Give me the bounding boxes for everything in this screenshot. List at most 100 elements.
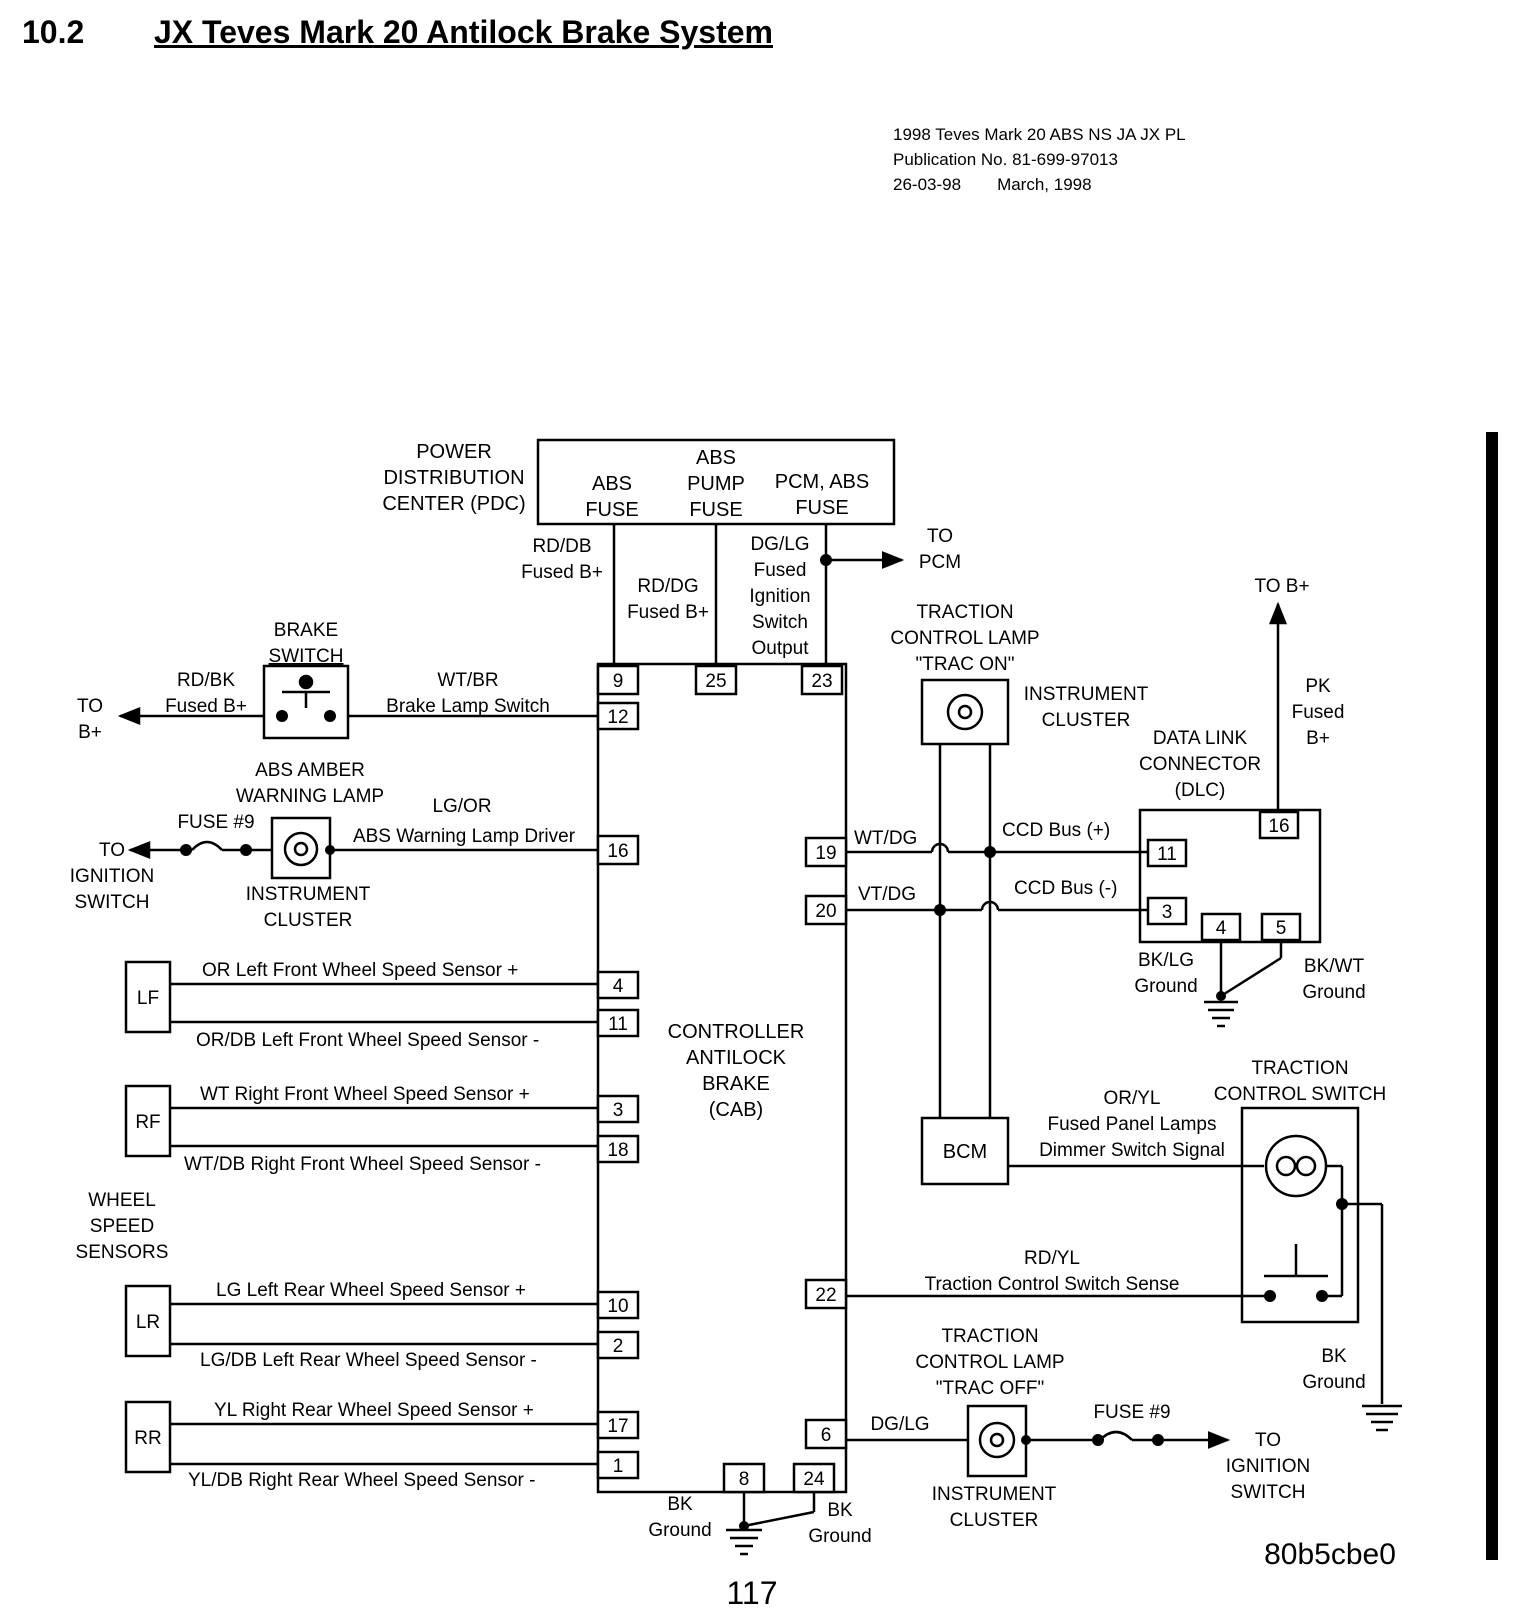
cab-ground <box>726 1492 816 1556</box>
pin-6: 6 <box>821 1425 832 1446</box>
dlc-pin-numbers: 16 11 3 4 5 <box>1157 816 1289 939</box>
rd-dg-fused-label: Fused B+ <box>627 602 709 623</box>
cab-ground-left-2: Ground <box>648 1520 711 1541</box>
dg-lg-line-2: Fused <box>754 560 807 581</box>
dlc-pin-4: 4 <box>1216 918 1227 939</box>
rd-db-label: RD/DB <box>532 536 591 557</box>
sensor-lr-plus-label: LG Left Rear Wheel Speed Sensor + <box>216 1280 526 1301</box>
trac-on-labels: TRACTION CONTROL LAMP "TRAC ON" INSTRUME… <box>890 602 1148 731</box>
trac-off-label-1: TRACTION <box>941 1326 1038 1347</box>
abs-fuse-dot-right <box>240 844 252 856</box>
wt-dg-label: WT/DG <box>854 828 917 849</box>
to-pcm-label-2: PCM <box>919 552 961 573</box>
tcs-labels: TRACTION CONTROL SWITCH RD/YL Traction C… <box>925 1058 1387 1393</box>
dlc-pin-3: 3 <box>1162 902 1173 923</box>
tcs-bk-label: BK <box>1321 1346 1347 1367</box>
trac-off-cluster-2: CLUSTER <box>950 1510 1039 1531</box>
brake-switch-labels: BRAKE SWITCH RD/BK Fused B+ WT/BR Brake … <box>77 620 550 743</box>
publication-info: 1998 Teves Mark 20 ABS NS JA JX PL Publi… <box>893 122 1186 197</box>
dg-lg-trac-off-label: DG/LG <box>870 1414 929 1435</box>
trac-off-ignition-label: IGNITION <box>1226 1456 1310 1477</box>
pin-20: 20 <box>815 901 836 922</box>
power-distribution-center: POWER DISTRIBUTION CENTER (PDC) ABS FUSE… <box>382 438 896 526</box>
abs-fuse-dot-left <box>180 844 192 856</box>
abs-fuse-label-1: ABS <box>592 473 632 495</box>
abs-cluster-label-1: INSTRUMENT <box>246 884 371 905</box>
tcs-contact-left <box>1264 1290 1276 1302</box>
brake-lamp-switch-label: Brake Lamp Switch <box>386 696 550 717</box>
brake-switch-contact-right <box>324 710 336 722</box>
publication-line-2: Publication No. 81-699-97013 <box>893 150 1118 169</box>
page-edge-bar <box>1486 432 1498 1560</box>
cab-ground-right-1: BK <box>827 1500 853 1521</box>
cab-label-2: ANTILOCK <box>686 1047 787 1069</box>
pin-22: 22 <box>815 1285 836 1306</box>
rd-dg-label: RD/DG <box>637 576 698 597</box>
tcs-contact-right <box>1316 1290 1328 1302</box>
pdc-label-1: POWER <box>416 441 492 463</box>
or-yl-label: OR/YL <box>1103 1088 1160 1109</box>
wheel-speed-sensors-title-3: SENSORS <box>76 1242 169 1263</box>
brake-switch-label-1: BRAKE <box>274 620 338 641</box>
brake-switch-contact-left <box>276 710 288 722</box>
pin-18: 18 <box>607 1140 628 1161</box>
dg-lg-line-4: Switch <box>752 612 808 633</box>
page-number: 117 <box>726 1575 777 1608</box>
dlc-pin-5: 5 <box>1276 918 1287 939</box>
bcm <box>920 1116 1264 1186</box>
pcm-abs-fuse-label-2: FUSE <box>795 497 848 519</box>
abs-pump-fuse-label-3: FUSE <box>689 499 742 521</box>
data-link-connector <box>1138 601 1322 944</box>
pin-19: 19 <box>815 843 836 864</box>
cab-ground-dot <box>739 1521 749 1531</box>
dimmer-switch-signal-label: Dimmer Switch Signal <box>1039 1140 1225 1161</box>
pcm-splice-dot <box>820 554 832 566</box>
sensor-rf-name: RF <box>135 1112 160 1133</box>
trac-off-labels: TRACTION CONTROL LAMP "TRAC OFF" DG/LG F… <box>870 1326 1310 1531</box>
cab-label-3: BRAKE <box>702 1073 770 1095</box>
vt-dg-label: VT/DG <box>858 884 916 905</box>
pdc-label-3: CENTER (PDC) <box>382 493 525 515</box>
abs-fuse-label-2: FUSE <box>585 499 638 521</box>
dg-lg-line-5: Output <box>751 638 809 659</box>
pin-25: 25 <box>705 671 726 692</box>
abs-amber-label: ABS AMBER <box>255 760 365 781</box>
pin-24: 24 <box>803 1469 825 1490</box>
dlc-labels: DATA LINK CONNECTOR (DLC) TO B+ PK Fused… <box>1134 576 1365 1003</box>
to-b-plus-label: TO B+ <box>1254 576 1309 597</box>
ccd-bus-wires <box>846 842 1148 912</box>
bk-wt-ground-label: Ground <box>1302 982 1365 1003</box>
sensor-lf-minus-label: OR/DB Left Front Wheel Speed Sensor - <box>196 1030 539 1051</box>
publication-date-code: 26-03-98 <box>893 175 962 194</box>
cab-pin-numbers: 9 25 23 12 16 4 11 3 18 10 2 17 1 8 24 1… <box>607 671 836 1490</box>
wheel-speed-sensors-title-1: WHEEL <box>88 1190 156 1211</box>
sensor-rr-name: RR <box>134 1428 161 1449</box>
controller-antilock-brake: CONTROLLER ANTILOCK BRAKE (CAB) <box>596 662 848 1494</box>
bcm-label: BCM <box>943 1141 987 1163</box>
abs-fuse-9-label: FUSE #9 <box>177 812 254 833</box>
feed-labels: RD/DB Fused B+ RD/DG Fused B+ DG/LG Fuse… <box>521 526 961 659</box>
tcs-label-2: CONTROL SWITCH <box>1214 1084 1386 1105</box>
trac-on-label-2: CONTROL LAMP <box>890 628 1039 649</box>
trac-off-label-3: "TRAC OFF" <box>936 1378 1044 1399</box>
cab-ground-left-1: BK <box>667 1494 693 1515</box>
dg-lg-line-3: Ignition <box>749 586 810 607</box>
rd-db-fused-label: Fused B+ <box>521 562 603 583</box>
wheel-speed-sensors-title-2: SPEED <box>90 1216 154 1237</box>
ccd-plus-splice <box>984 846 996 858</box>
abs-lamp-labels: ABS AMBER WARNING LAMP FUSE #9 LG/OR ABS… <box>70 760 576 931</box>
ccd-bus-minus-label: CCD Bus (-) <box>1014 878 1117 899</box>
sensor-lf-name: LF <box>137 988 159 1009</box>
figure-code: 80b5cbe0 <box>1264 1538 1396 1571</box>
pk-label: PK <box>1305 676 1331 697</box>
bk-wt-label: BK/WT <box>1304 956 1365 977</box>
dg-lg-label: DG/LG <box>750 534 809 555</box>
sensor-rr-minus-label: YL/DB Right Rear Wheel Speed Sensor - <box>188 1470 535 1491</box>
tcs-label-1: TRACTION <box>1251 1058 1348 1079</box>
trac-off-to-label: TO <box>1255 1430 1281 1451</box>
to-pcm-label-1: TO <box>927 526 953 547</box>
trac-off-fuse-dot-right <box>1152 1434 1164 1446</box>
abs-switch-label: SWITCH <box>75 892 150 913</box>
brake-switch <box>117 664 598 740</box>
pin-16: 16 <box>607 841 628 862</box>
